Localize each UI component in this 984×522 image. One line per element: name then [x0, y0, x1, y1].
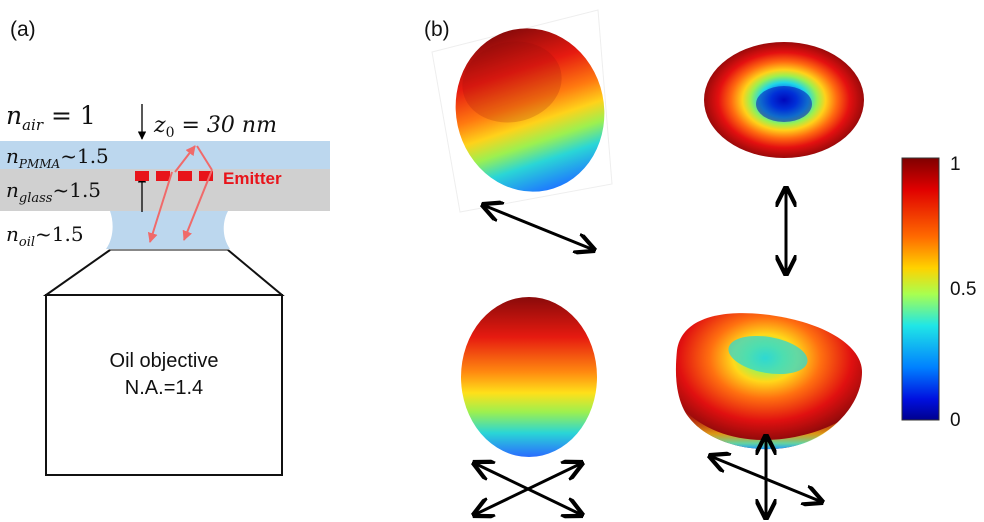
- n-glass-label: nglass~1.5: [6, 178, 101, 206]
- objective-body: [45, 294, 283, 476]
- colorbar-max-label: 1: [950, 154, 961, 175]
- dipole-arrow-diagonal: [483, 205, 594, 250]
- n-oil-label: noil~1.5: [6, 222, 84, 250]
- dipole-arrows-3d: [710, 436, 822, 518]
- emission-rays: [147, 145, 213, 243]
- emission-pattern-torus: [704, 42, 864, 158]
- emission-pattern-dish: [675, 313, 862, 450]
- objective-line1: Oil objective: [110, 350, 219, 372]
- emitter-dipoles: [135, 171, 213, 181]
- oil-droplet: [106, 211, 230, 249]
- dipole-arrows-crossed: [474, 463, 582, 515]
- n-pmma-label: nPMMA~1.5: [6, 144, 109, 171]
- colorbar-mid-label: 0.5: [950, 279, 976, 300]
- objective-line2: N.A.=1.4: [125, 377, 203, 399]
- emission-pattern-sphere: [461, 297, 597, 457]
- emitter-label: Emitter: [223, 169, 282, 188]
- n-air-label: nair = 1: [6, 101, 96, 134]
- emission-pattern-tilted: [431, 9, 613, 213]
- colorbar-gradient: [901, 157, 940, 421]
- pmma-layer: [0, 141, 330, 169]
- z0-label: z0 = 30 nm: [153, 113, 277, 141]
- panel-a-label: (a): [10, 18, 36, 41]
- panel-b-label: (b): [424, 18, 450, 41]
- objective-cone: [42, 249, 285, 296]
- colorbar: 1 0.5 0: [901, 154, 976, 431]
- colorbar-min-label: 0: [950, 410, 961, 431]
